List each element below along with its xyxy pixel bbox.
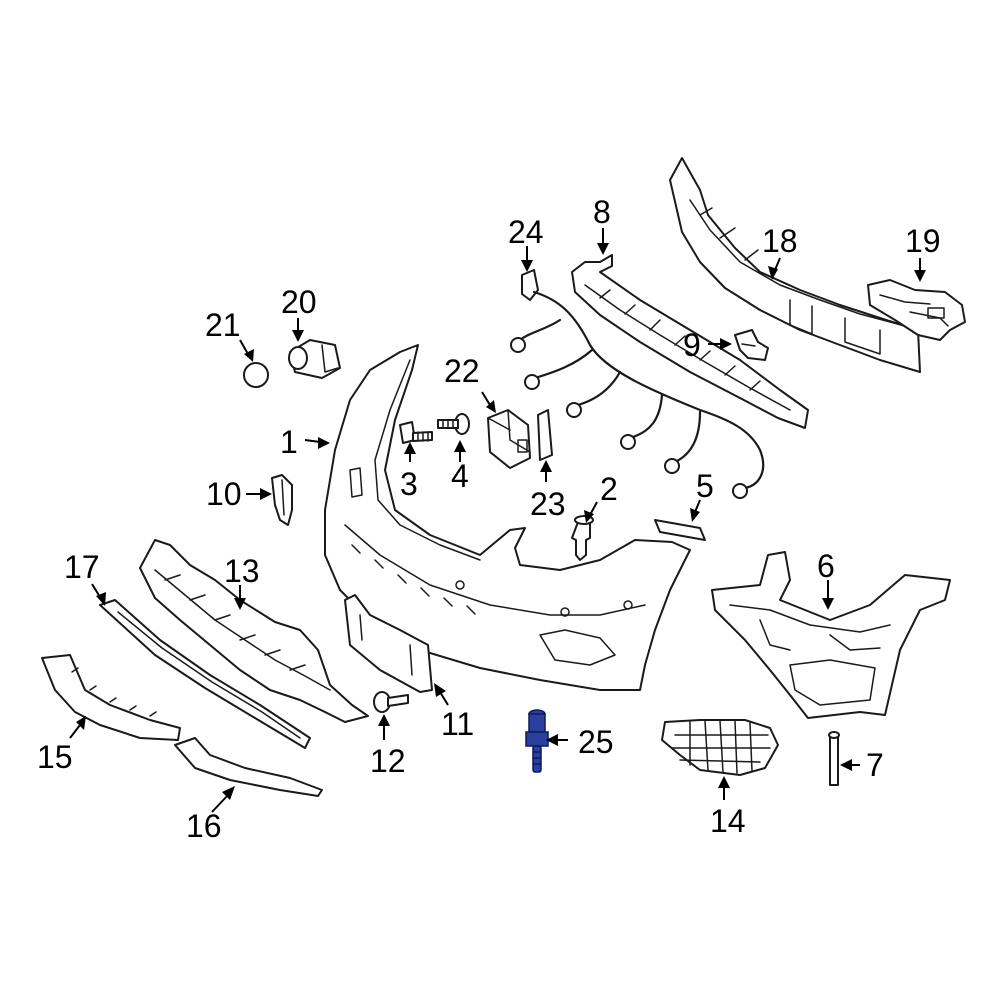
callout-7[interactable]: 7 (866, 747, 884, 783)
part-3-bolt[interactable] (399, 421, 433, 444)
part-22-control-module[interactable] (487, 409, 531, 469)
part-6-side-bracket[interactable] (711, 551, 951, 719)
part-16-lower-trim[interactable] (174, 737, 323, 797)
callout-14[interactable]: 14 (710, 803, 746, 839)
callout-6[interactable]: 6 (817, 548, 835, 584)
part-11-plate-bracket[interactable] (344, 594, 433, 693)
callout-1[interactable]: 1 (280, 424, 298, 460)
callout-21[interactable]: 21 (205, 307, 241, 343)
part-10-clip[interactable] (271, 474, 293, 526)
callout-15[interactable]: 15 (37, 739, 73, 775)
part-12-screw[interactable] (373, 691, 409, 713)
callout-12[interactable]: 12 (370, 743, 406, 779)
part-2-push-pin[interactable] (571, 515, 594, 561)
callout-20[interactable]: 20 (281, 284, 317, 320)
callout-11[interactable]: 11 (441, 706, 474, 742)
part-5-strip[interactable] (654, 519, 706, 541)
callout-22[interactable]: 22 (444, 353, 480, 389)
part-23-bracket[interactable] (537, 409, 553, 461)
callout-4[interactable]: 4 (451, 458, 469, 494)
part-24-wiring-harness[interactable] (510, 269, 765, 499)
callout-25[interactable]: 25 (578, 724, 614, 760)
leader-lines (69, 228, 926, 813)
part-14-grille[interactable] (661, 719, 779, 776)
callout-8[interactable]: 8 (593, 194, 611, 230)
callout-17[interactable]: 17 (64, 549, 100, 585)
callout-5[interactable]: 5 (696, 468, 714, 504)
part-8-rail[interactable] (571, 254, 809, 429)
callout-18[interactable]: 18 (762, 223, 798, 259)
part-15-grille-strip[interactable] (41, 654, 181, 741)
part-21-cap[interactable] (243, 362, 269, 388)
part-13-lower-support[interactable] (139, 539, 369, 723)
callout-10[interactable]: 10 (206, 476, 242, 512)
callout-24[interactable]: 24 (508, 214, 544, 250)
callout-23[interactable]: 23 (530, 486, 566, 522)
callout-19[interactable]: 19 (905, 223, 941, 259)
part-17-trim-strip[interactable] (99, 599, 311, 749)
part-9-clip[interactable] (734, 329, 769, 361)
part-7-pin[interactable] (828, 731, 840, 786)
part-1-bumper-cover[interactable] (324, 344, 691, 691)
callout-9[interactable]: 9 (683, 327, 701, 363)
part-20-sensor[interactable] (288, 339, 341, 379)
part-19-bracket[interactable] (867, 279, 966, 341)
callout-labels: 1 2 3 4 5 6 7 8 9 10 11 12 13 14 15 16 1… (37, 194, 941, 844)
part-4-screw[interactable] (437, 413, 470, 435)
callout-2[interactable]: 2 (600, 471, 618, 507)
callout-3[interactable]: 3 (400, 466, 418, 502)
part-25-stud-highlighted[interactable] (525, 709, 549, 773)
callout-13[interactable]: 13 (224, 553, 260, 589)
callout-16[interactable]: 16 (186, 808, 222, 844)
